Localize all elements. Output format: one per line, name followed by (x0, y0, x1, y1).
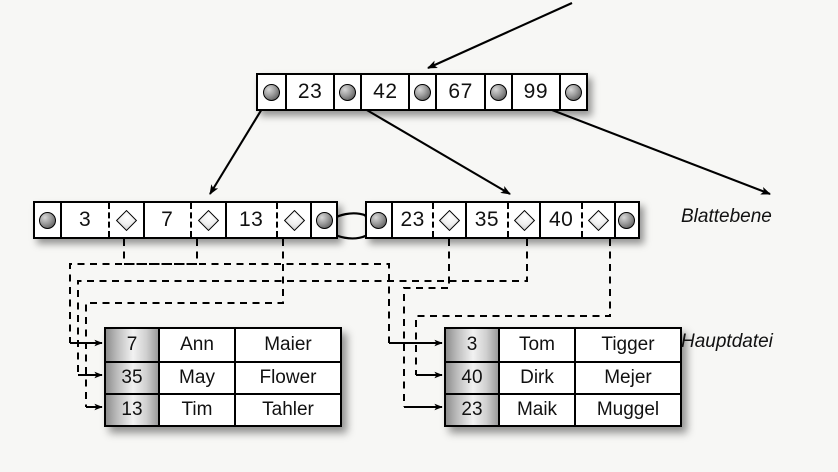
root-index-node[interactable]: 23 42 67 99 (256, 73, 588, 111)
sphere-pointer-icon (414, 83, 432, 101)
key-value: 35 (474, 208, 500, 231)
sphere-pointer-icon (39, 211, 57, 229)
caption-leaf-level: Blattebene (681, 206, 772, 227)
row-key-cell: 3 (446, 329, 498, 361)
root-index-node-child-pointer[interactable] (258, 75, 285, 109)
leaf-node-left-key[interactable]: 3 (60, 203, 108, 237)
sphere-pointer-icon (618, 211, 636, 229)
diamond-record-pointer-icon (197, 209, 219, 231)
row-lastname-cell: Flower (234, 363, 340, 393)
key-value: 3 (79, 208, 92, 231)
leaf-node-right-child-pointer[interactable] (367, 203, 391, 237)
row-key-cell: 23 (446, 395, 498, 425)
key-value: 40 (549, 208, 574, 231)
row-lastname-cell: Tahler (234, 395, 340, 425)
root-index-node-key[interactable]: 99 (510, 75, 559, 109)
sphere-pointer-icon (315, 211, 333, 229)
row-key-cell: 7 (106, 329, 158, 361)
row-firstname-cell: Ann (158, 329, 234, 361)
incoming-root-arrow (427, 2, 573, 69)
leaf-node-left-record-pointer[interactable] (189, 203, 225, 237)
key-value: 67 (448, 80, 473, 103)
key-value: 23 (400, 208, 425, 231)
root-index-node-child-pointer[interactable] (558, 75, 586, 109)
root-index-node-child-pointer[interactable] (333, 75, 361, 109)
row-lastname-cell: Maier (234, 329, 340, 361)
leaf-node-right-key[interactable]: 23 (390, 203, 433, 237)
caption-main-file: Hauptdatei (681, 331, 773, 352)
row-lastname-cell: Muggel (574, 395, 680, 425)
row-key-cell: 35 (106, 363, 158, 393)
leaf-node-right-key[interactable]: 35 (465, 203, 507, 237)
leaf-node-left-child-pointer[interactable] (310, 203, 337, 237)
key-value: 7 (161, 208, 174, 231)
diamond-record-pointer-icon (439, 209, 461, 231)
diamond-record-pointer-icon (513, 209, 535, 231)
leaf-node-left-record-pointer[interactable] (275, 203, 311, 237)
row-firstname-cell: May (158, 363, 234, 393)
root-index-node-child-pointer[interactable] (483, 75, 511, 109)
leaf-node-right-child-pointer[interactable] (613, 203, 638, 237)
diamond-record-pointer-icon (115, 209, 137, 231)
leaf-node-right-record-pointer[interactable] (506, 203, 540, 237)
root-ptr2-to-leaf-right-arrow (347, 98, 511, 195)
leaf-node-left[interactable]: 3 7 13 (33, 201, 338, 239)
key-value: 42 (373, 80, 398, 103)
leaf-node-left-key[interactable]: 7 (142, 203, 190, 237)
dashed-link-leaf-right-d1 (403, 239, 450, 407)
leaf-node-left-record-pointer[interactable] (107, 203, 143, 237)
root-index-node-key[interactable]: 67 (435, 75, 484, 109)
sphere-pointer-icon (564, 83, 582, 101)
leaf-node-left-child-pointer[interactable] (35, 203, 61, 237)
sphere-pointer-icon (262, 83, 280, 101)
row-lastname-cell: Mejer (574, 363, 680, 393)
key-value: 99 (523, 80, 548, 103)
root-index-node-key[interactable]: 42 (360, 75, 409, 109)
root-index-node-key[interactable]: 23 (284, 75, 334, 109)
row-key-cell: 13 (106, 395, 158, 425)
leaf-node-right-record-pointer[interactable] (580, 203, 614, 237)
diamond-record-pointer-icon (283, 209, 305, 231)
sphere-pointer-icon (489, 83, 507, 101)
row-firstname-cell: Dirk (498, 363, 574, 393)
sphere-pointer-icon (339, 83, 357, 101)
leaf-node-right-record-pointer[interactable] (432, 203, 466, 237)
row-lastname-cell: Tigger (574, 329, 680, 361)
diamond-record-pointer-icon (587, 209, 609, 231)
leaf-node-right[interactable]: 23 35 40 (365, 201, 640, 239)
row-firstname-cell: Maik (498, 395, 574, 425)
root-index-node-child-pointer[interactable] (408, 75, 436, 109)
sphere-pointer-icon (370, 211, 388, 229)
root-ptr1-to-leaf-left-arrow (209, 98, 269, 195)
key-value: 23 (297, 80, 323, 103)
key-value: 13 (239, 208, 264, 231)
row-firstname-cell: Tom (498, 329, 574, 361)
row-key-cell: 40 (446, 363, 498, 393)
leaf-node-right-key[interactable]: 40 (539, 203, 581, 237)
row-firstname-cell: Tim (158, 395, 234, 425)
leaf-node-left-key[interactable]: 13 (224, 203, 276, 237)
